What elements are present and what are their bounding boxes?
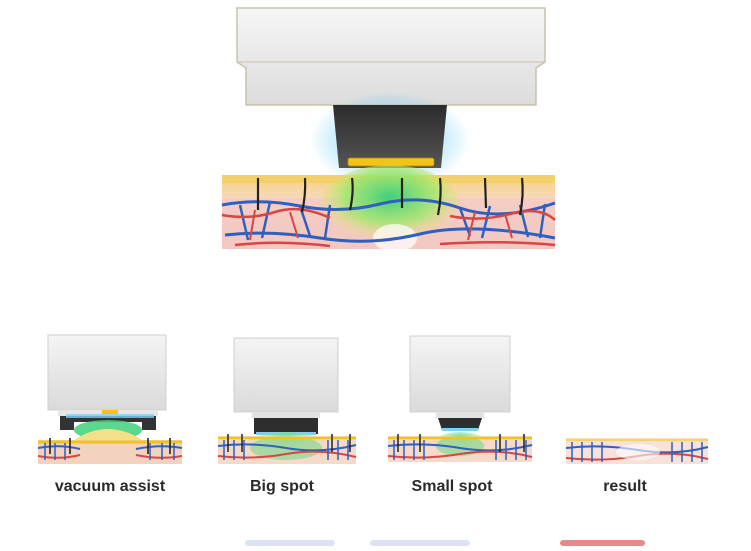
small-spot-handpiece-icon xyxy=(387,335,533,462)
big-spot-handpiece-icon xyxy=(217,337,357,464)
handpiece-head xyxy=(333,105,447,168)
caption-big-spot: Big spot xyxy=(250,478,314,495)
lamp-strip xyxy=(347,157,435,167)
main-diagram xyxy=(0,0,751,260)
caption-small-spot: Small spot xyxy=(411,478,493,495)
decorative-strip xyxy=(245,540,335,546)
panel-result xyxy=(562,430,712,470)
result-skin-icon xyxy=(565,438,709,464)
caption-vacuum-assist: vacuum assist xyxy=(54,478,166,495)
ipl-handpiece-main xyxy=(221,7,556,252)
panel-small-spot xyxy=(384,330,534,470)
decorative-strip xyxy=(370,540,470,546)
vacuum-handpiece-icon xyxy=(37,334,183,464)
caption-result: result xyxy=(603,478,647,495)
skin-cross-section-icon xyxy=(221,165,556,252)
panel-big-spot xyxy=(212,330,362,470)
handpiece-body xyxy=(236,7,546,106)
decorative-strip xyxy=(560,540,645,546)
panel-vacuum-assist xyxy=(30,330,190,470)
